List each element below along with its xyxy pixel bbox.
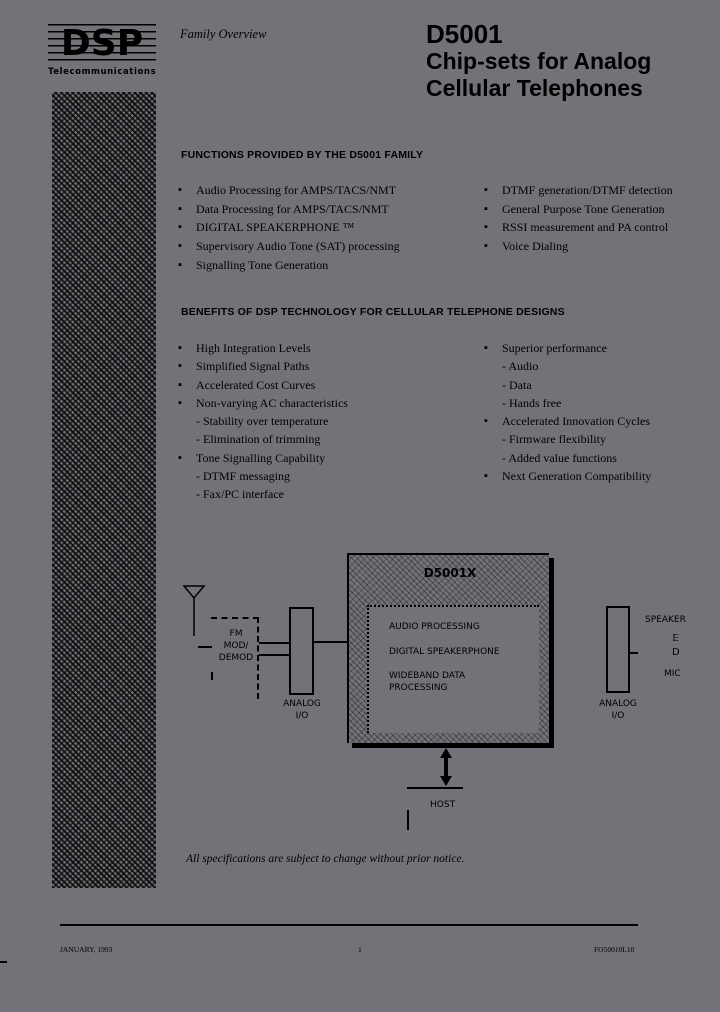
logo-subtitle: Telecommunications — [48, 67, 157, 77]
list-item: Accelerated Innovation Cycles — [483, 412, 651, 431]
host-label: HOST — [430, 800, 456, 810]
chip-digital-speakerphone: DIGITAL SPEAKERPHONE — [389, 647, 500, 657]
analog-io-left-label: ANALOG — [283, 699, 321, 709]
host-box-top-line — [407, 787, 463, 789]
dsp-logo-icon: DSP — [48, 23, 156, 64]
mic-label: MIC — [664, 669, 681, 679]
footer-page-number: 1 — [358, 945, 362, 954]
footer-doc-id: FO50010L10 — [594, 945, 635, 954]
speaker-label: SPEAKER — [645, 615, 686, 625]
connector-line — [630, 652, 638, 654]
functions-heading: FUNCTIONS PROVIDED BY THE D5001 FAMILY — [181, 149, 424, 161]
list-subitem: - DTMF messaging — [196, 469, 290, 484]
svg-text:DSP: DSP — [61, 24, 143, 62]
list-item: Signalling Tone Generation — [177, 256, 400, 275]
title-line3: Cellular Telephones — [426, 75, 643, 101]
list-subitem: - Hands free — [502, 395, 562, 410]
benefits-list-right: Superior performance - Audio - Data - Ha… — [483, 339, 651, 486]
page-title: D5001 Chip-sets for Analog Cellular Tele… — [426, 20, 651, 102]
connector-line — [259, 642, 290, 644]
chip-inner-panel — [367, 605, 539, 733]
list-item: High Integration Levels — [177, 339, 348, 358]
list-subitem: - Data — [502, 377, 532, 392]
footer-date: JANUARY, 1993 — [60, 945, 113, 954]
analog-io-right-label: ANALOG — [599, 699, 637, 709]
functions-list-left: Audio Processing for AMPS/TACS/NMT Data … — [177, 181, 400, 274]
title-line2: Chip-sets for Analog — [426, 48, 652, 74]
list-subitem: - Firmware flexibility — [502, 432, 606, 447]
antenna-icon — [182, 585, 206, 636]
list-item: Audio Processing for AMPS/TACS/NMT — [177, 181, 400, 200]
mod-label: MOD/ — [223, 641, 249, 651]
halftone-sidebar-image — [52, 92, 156, 888]
benefits-list-left: High Integration Levels Simplified Signa… — [177, 339, 348, 504]
list-subitem: - Fax/PC interface — [196, 487, 284, 502]
connector-line — [314, 641, 347, 643]
analog-io-left-box — [289, 607, 314, 695]
chip-wideband-processing: PROCESSING — [389, 683, 448, 693]
analog-io-left-label-2: I/O — [295, 711, 309, 721]
list-subitem: - Elimination of trimming — [196, 432, 321, 447]
analog-io-right-box — [606, 606, 630, 693]
list-item: General Purpose Tone Generation — [483, 200, 673, 219]
demod-label: DEMOD — [218, 653, 254, 663]
connector-line — [211, 672, 213, 680]
mic-icon: D — [672, 647, 680, 658]
list-item: Accelerated Cost Curves — [177, 376, 348, 395]
d5001x-chip-box — [347, 553, 549, 743]
list-item: Data Processing for AMPS/TACS/NMT — [177, 200, 400, 219]
list-item: Simplified Signal Paths — [177, 357, 348, 376]
list-item: RSSI measurement and PA control — [483, 218, 673, 237]
list-item: Superior performance — [483, 339, 651, 358]
fm-mod-demod-box — [211, 617, 259, 699]
connector-line — [259, 654, 290, 656]
list-item: Tone Signalling Capability — [177, 449, 348, 468]
speaker-icon: 𝔼 — [672, 633, 680, 644]
disclaimer-notice: All specifications are subject to change… — [186, 853, 465, 865]
connector-line — [198, 646, 212, 648]
bidirectional-arrow-icon — [440, 748, 452, 786]
list-item: DTMF generation/DTMF detection — [483, 181, 673, 200]
benefits-heading: BENEFITS OF DSP TECHNOLOGY FOR CELLULAR … — [181, 306, 565, 318]
list-item: Non-varying AC characteristics — [177, 394, 348, 413]
title-model: D5001 — [426, 19, 503, 49]
footer-divider — [60, 924, 638, 926]
list-item: DIGITAL SPEAKERPHONE ™ — [177, 218, 400, 237]
host-box-left-line — [407, 810, 409, 830]
list-subitem: - Added value functions — [502, 450, 617, 465]
list-subitem: - Stability over temperature — [196, 414, 329, 429]
fm-label: FM — [229, 629, 243, 639]
dsp-logo: DSP — [48, 23, 156, 64]
scan-artifact-mark — [0, 961, 7, 963]
chip-wideband-data: WIDEBAND DATA — [389, 671, 466, 681]
chip-audio-processing: AUDIO PROCESSING — [389, 622, 480, 632]
list-item: Supervisory Audio Tone (SAT) processing — [177, 237, 400, 256]
list-subitem: - Audio — [502, 359, 539, 374]
list-item: Next Generation Compatibility — [483, 467, 651, 486]
list-item: Voice Dialing — [483, 237, 673, 256]
chip-title: D5001X — [423, 566, 477, 580]
section-label: Family Overview — [180, 27, 267, 41]
analog-io-right-label-2: I/O — [611, 711, 625, 721]
functions-list-right: DTMF generation/DTMF detection General P… — [483, 181, 673, 256]
